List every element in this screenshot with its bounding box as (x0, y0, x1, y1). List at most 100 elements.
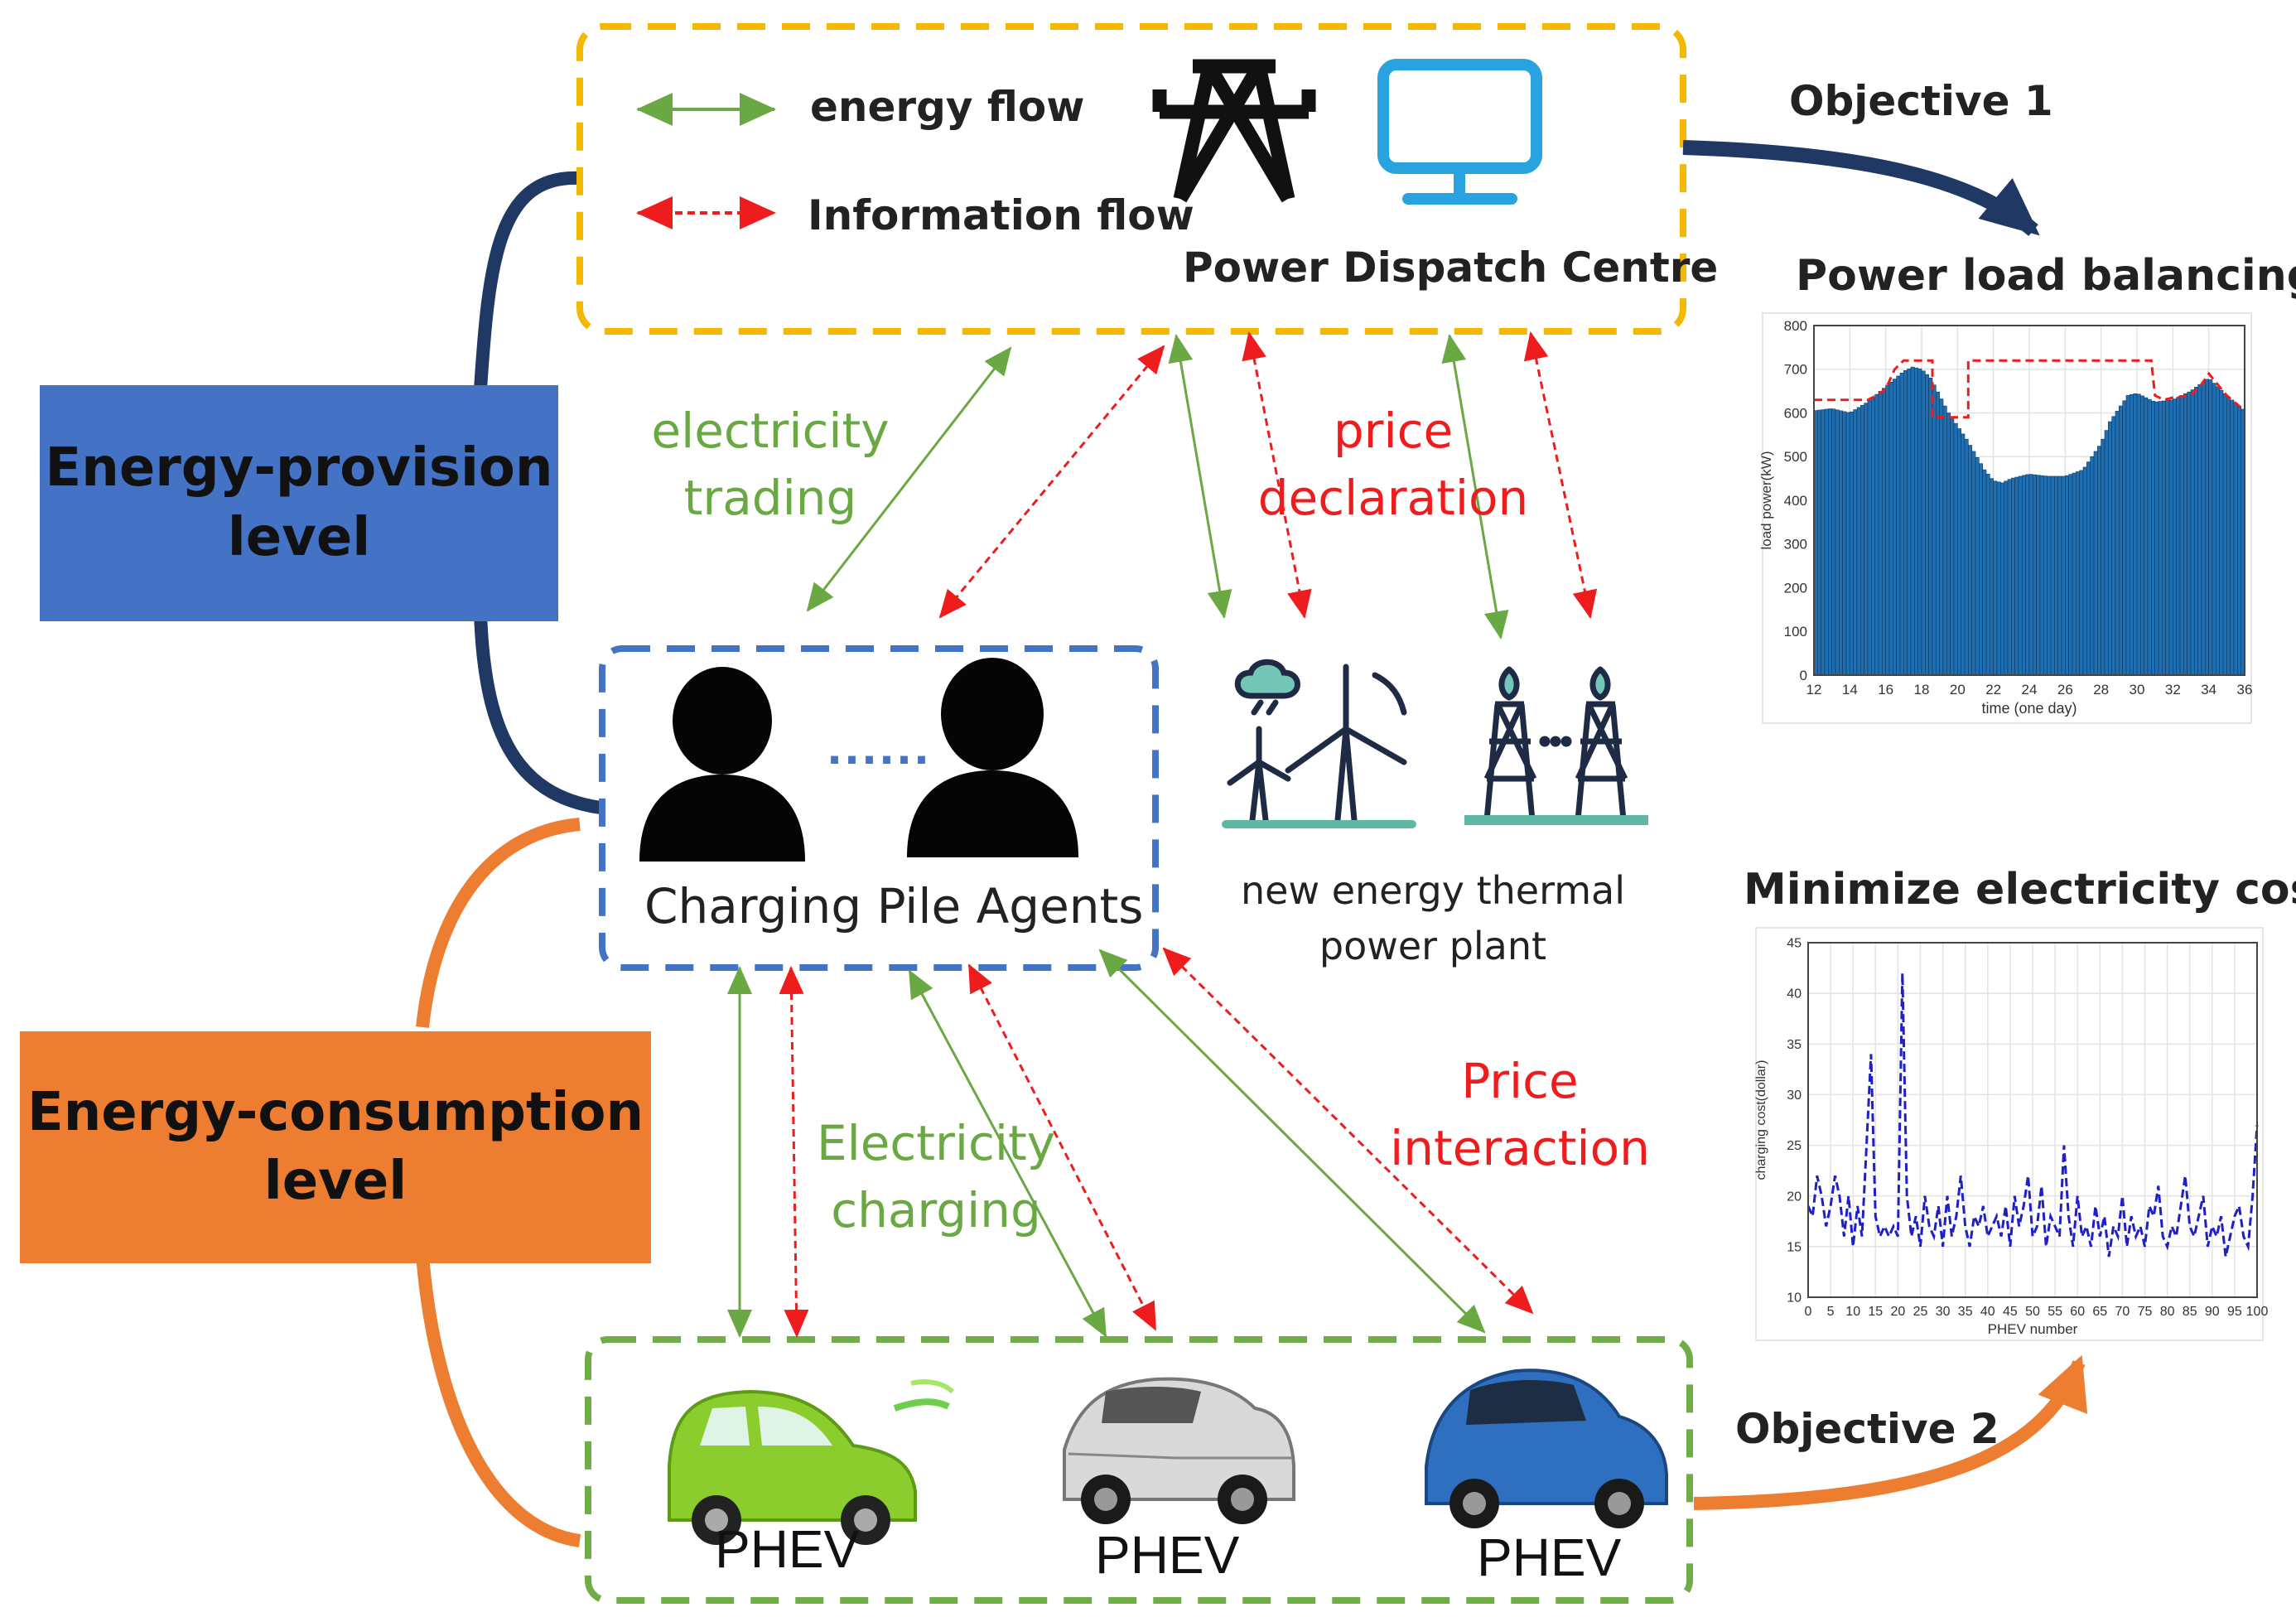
load-target-line (1814, 359, 2245, 419)
chart1-frame (1813, 325, 2245, 676)
load-bar (2025, 474, 2030, 676)
plants-label-line2: power plant (1319, 923, 1547, 968)
chart1-xtick-label: 16 (1878, 682, 1893, 697)
load-bar (2039, 475, 2044, 676)
objective2-arrow (1693, 1354, 2088, 1510)
load-bar (1990, 478, 1994, 676)
chart1-xtick-label: 14 (1842, 682, 1858, 697)
load-bar (2125, 395, 2130, 676)
vehicle-label-3: PHEV (1477, 1528, 1622, 1587)
chart1-ytick-label: 600 (1784, 405, 1807, 421)
chart1-ytick-label: 800 (1784, 318, 1807, 334)
load-bar (2208, 379, 2213, 676)
price-declaration-line2: declaration (1257, 470, 1529, 527)
chart2-title: Minimize electricity costs (1744, 865, 2296, 915)
chart1-ytick-label: 200 (1784, 580, 1807, 596)
load-bar (2130, 394, 2134, 676)
agents-title: Charging Pile Agents (644, 878, 1144, 934)
consumption-connector-curve (416, 818, 581, 1547)
chart1-ytick-label: 300 (1784, 537, 1807, 553)
load-bar (2226, 396, 2231, 676)
load-bar (1835, 409, 1840, 676)
chart1-ytick-label: 500 (1784, 449, 1807, 465)
chart2-xtick-label: 55 (2048, 1305, 2062, 1319)
load-bar (1950, 418, 1955, 676)
load-bar (1968, 445, 1972, 676)
load-bar (2111, 416, 2116, 676)
load-bar (2043, 475, 2048, 676)
load-bar (2068, 474, 2073, 676)
load-bar (1817, 409, 1821, 676)
electricity-trading-line2: trading (683, 470, 857, 527)
chart2-xtick-label: 85 (2183, 1305, 2197, 1319)
load-bar (2119, 405, 2123, 676)
chart1-xtick-label: 30 (2130, 682, 2145, 697)
price-interaction-label: Price interaction (1379, 1048, 1661, 1182)
cost-line (1806, 973, 2259, 1257)
load-bar (1985, 474, 1990, 676)
provision-label-line1: Energy-provision (45, 437, 553, 500)
load-bar (2237, 406, 2241, 676)
chart2-xtick-label: 25 (1913, 1305, 1928, 1319)
transmission-tower-icon (1152, 59, 1316, 203)
load-bar (2122, 400, 2127, 676)
chart2-ytick-label: 25 (1787, 1139, 1802, 1153)
plants-label-line1: new energy thermal (1241, 868, 1625, 913)
electricity-charging-line1: Electricity (816, 1115, 1056, 1171)
load-bar (1821, 409, 1826, 676)
chart2-xtick-label: 90 (2205, 1305, 2220, 1319)
chart2-xlabel: PHEV number (1988, 1321, 2078, 1337)
load-bar (1874, 393, 1879, 676)
chart2-xtick-label: 0 (1805, 1305, 1812, 1319)
load-bar (2183, 393, 2187, 676)
chart2-xtick-label: 50 (2025, 1305, 2040, 1319)
load-bar (1996, 481, 2001, 676)
green-car-icon (668, 1379, 955, 1545)
load-bar (2168, 399, 2173, 676)
objective1-label: Objective 1 (1789, 77, 2053, 125)
chart2-xtick-label: 100 (2246, 1305, 2269, 1319)
chart1-xtick-label: 12 (1806, 682, 1822, 697)
load-bar (1928, 377, 1933, 676)
load-bar (2004, 480, 2009, 676)
load-bar (2144, 397, 2149, 676)
provision-label-line2: level (227, 506, 371, 568)
info-arrow-dispatch-thermal (1523, 331, 1598, 619)
load-bar (2162, 400, 2166, 676)
chart1-ytick-label: 0 (1800, 668, 1807, 683)
chart1-ytick-label: 400 (1784, 493, 1807, 509)
chart1-ytick-label: 700 (1784, 362, 1807, 378)
load-bar (1871, 397, 1875, 676)
load-bar (1975, 457, 1980, 676)
chart2-xtick-label: 20 (1891, 1305, 1906, 1319)
chart2-xtick-label: 5 (1827, 1305, 1835, 1319)
load-bar (1896, 375, 1901, 676)
load-bar (2219, 389, 2224, 676)
load-bar (2097, 446, 2101, 676)
load-bar (2133, 393, 2138, 676)
chart1-ytick-label: 100 (1784, 624, 1807, 640)
load-bar (2022, 475, 2026, 676)
chart2-xtick-label: 70 (2115, 1305, 2130, 1319)
load-bar (2205, 379, 2209, 676)
load-bar (1853, 409, 1858, 676)
agents-ellipsis: ...... (827, 726, 931, 774)
plants-label: new energy thermal power plant (1218, 863, 1648, 973)
info-arrow-dispatch-renewable (1242, 331, 1312, 619)
chart1-xtick-label: 32 (2165, 682, 2181, 697)
load-bar (2201, 381, 2206, 676)
load-bar (1860, 404, 1864, 676)
chart2-xtick-label: 60 (2070, 1305, 2085, 1319)
chart1-xtick-label: 22 (1985, 682, 2001, 697)
dispatch-title: Power Dispatch Centre (1183, 244, 1719, 292)
load-bar (2101, 438, 2105, 676)
load-bar (2076, 471, 2080, 676)
load-bar (2230, 399, 2235, 676)
load-bar (2028, 474, 2033, 676)
consumption-label-line2: level (263, 1151, 408, 1212)
chart2-xtick-label: 65 (2092, 1305, 2107, 1319)
load-bar (1914, 367, 1918, 676)
load-bar (2151, 400, 2155, 676)
